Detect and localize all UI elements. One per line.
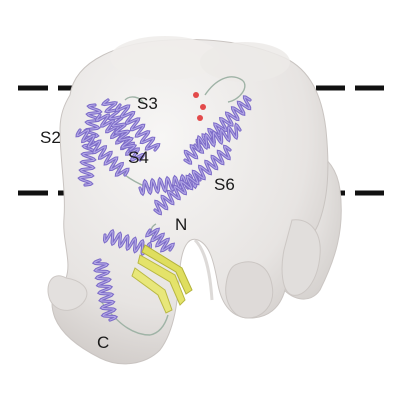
pore-ions	[193, 92, 206, 121]
label-s4: S4	[128, 148, 149, 167]
helix-n-terminal-highlight	[146, 228, 174, 252]
label-n-terminus: N	[175, 215, 188, 234]
alpha-helices	[75, 95, 252, 322]
helix-s5-highlight	[184, 96, 251, 164]
helix-s2a-highlight	[76, 129, 129, 176]
helix-s6-highlight	[154, 145, 231, 215]
label-c-terminus: C	[97, 333, 110, 352]
label-s2: S2	[40, 128, 61, 147]
beta-sheet	[131, 244, 193, 314]
label-s6: S6	[214, 175, 235, 194]
helix-s4-highlight	[115, 104, 160, 151]
helix-s3-highlight	[102, 99, 136, 151]
helix-c-terminal-highlight	[93, 259, 117, 321]
label-s3: S3	[137, 94, 158, 113]
helix-pore-highlight	[194, 124, 241, 151]
helix-c-linker-highlight	[104, 230, 151, 255]
density-surface	[47, 36, 342, 365]
